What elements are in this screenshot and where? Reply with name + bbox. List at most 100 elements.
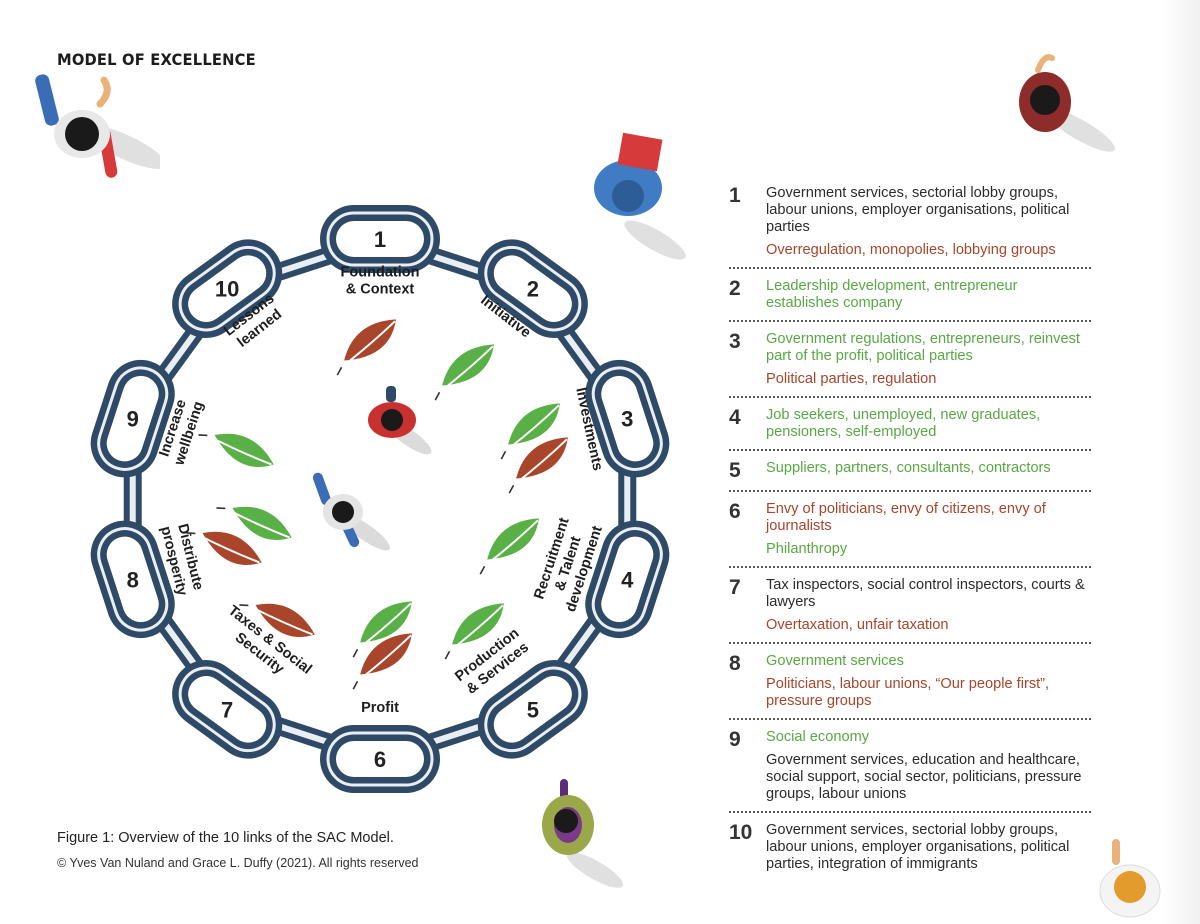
link-highlight	[178, 245, 276, 332]
legend-line: Government services, education and healt…	[766, 752, 1082, 802]
leaf-vein	[438, 345, 494, 394]
green-leaf	[198, 433, 274, 467]
stage-label-line: Profit	[361, 700, 399, 716]
chain-link-9	[90, 359, 175, 478]
legend-line: Government services, sectorial lobby gro…	[766, 185, 1070, 235]
leaf-blade	[214, 433, 274, 467]
legend-line: Government services, sectorial lobby gro…	[766, 822, 1070, 872]
leaf-stem	[479, 565, 486, 575]
leaf-stem	[239, 604, 249, 607]
legend-line: Government regulations, entrepreneurs, r…	[766, 331, 1080, 364]
green-leaf	[434, 344, 494, 401]
green-leaf	[444, 603, 504, 660]
leaf-stem	[444, 650, 451, 660]
leaf-stem	[216, 507, 226, 510]
legend-item: 6 Envy of politicians, envy of citizens, …	[729, 498, 1091, 568]
legend-line: Overregulation, monopolies, lobbying gro…	[766, 242, 1056, 258]
person-figure-top-left	[35, 74, 160, 178]
link-highlight	[326, 211, 434, 267]
green-leaf	[352, 601, 412, 658]
link-inner	[601, 536, 654, 623]
legend-number: 2	[729, 277, 741, 300]
legend-number: 4	[729, 406, 741, 429]
link-inner	[106, 375, 159, 462]
stage-label-line: & Context	[346, 282, 415, 298]
legend-line: Overtaxation, unfair taxation	[766, 617, 949, 633]
person-figure-top-right	[1019, 54, 1115, 152]
legend-line: Tax inspectors, social control inspector…	[766, 577, 1085, 610]
link-highlight	[591, 366, 663, 471]
red-leaf	[239, 603, 315, 637]
legend-line: Political parties, regulation	[766, 371, 937, 387]
link-number: 7	[221, 697, 233, 722]
link-number: 3	[621, 407, 633, 432]
link-inner	[188, 676, 267, 743]
copyright-notice: © Yves Van Nuland and Grace L. Duffy (20…	[57, 856, 419, 870]
legend-number: 6	[729, 500, 741, 523]
leaf-stem	[186, 532, 196, 535]
leaf-vein	[247, 604, 313, 636]
legend-item: 3 Government regulations, entrepreneurs, …	[729, 328, 1091, 398]
legend-text: Envy of politicians, envy of citizens, e…	[766, 501, 1091, 558]
legend-number: 3	[729, 330, 741, 353]
legend-item: 4 Job seekers, unemployed, new graduates,…	[729, 404, 1091, 451]
legend-item: 2 Leadership development, entrepreneur es…	[729, 275, 1091, 322]
leaf-blade	[344, 319, 396, 361]
leaf-stem	[508, 484, 515, 494]
green-leaf	[479, 518, 539, 575]
legend-text: Government services, sectorial lobby gro…	[766, 185, 1091, 259]
link-number: 4	[621, 567, 634, 592]
section-title: MODEL OF EXCELLENCE	[57, 50, 256, 69]
chain-link-6	[320, 725, 440, 793]
legend-item: 5 Suppliers, partners, consultants, contr…	[729, 457, 1091, 492]
red-leaf	[336, 319, 396, 376]
chain-link-2	[477, 239, 588, 338]
leaf-blade	[442, 344, 494, 386]
legend-line: Government services	[766, 653, 904, 669]
green-leaf	[500, 403, 560, 460]
legend-text: Government services, sectorial lobby gro…	[766, 822, 1091, 873]
legend-number: 1	[729, 184, 741, 207]
leaf-blade	[508, 403, 560, 445]
link-number: 6	[374, 747, 386, 772]
legend-text: Government regulations, entrepreneurs, r…	[766, 331, 1091, 388]
legend-number: 5	[729, 459, 741, 482]
legend-line: Job seekers, unemployed, new graduates, …	[766, 407, 1041, 440]
leaf-stem	[352, 680, 359, 690]
link-number: 1	[374, 227, 386, 252]
leaf-blade	[360, 633, 412, 675]
legend-line: Suppliers, partners, consultants, contra…	[766, 460, 1051, 476]
person-figure-center-blue	[312, 472, 390, 551]
person-figure-bottom-right	[1099, 839, 1161, 918]
leaf-vein	[194, 532, 260, 564]
legend-line: Philanthropy	[766, 541, 848, 557]
legend-line: Leadership development, entrepreneur est…	[766, 278, 1018, 311]
link-highlight	[591, 527, 663, 632]
leaf-blade	[487, 518, 539, 560]
stage-label: Profit	[361, 700, 399, 716]
leaf-blade	[516, 437, 568, 479]
legend-line: Politicians, labour unions, “Our people …	[766, 676, 1050, 709]
chain-link-3	[585, 359, 670, 478]
leaf-vein	[340, 320, 396, 369]
green-leaf	[216, 506, 292, 540]
legend-line: Envy of politicians, envy of citizens, e…	[766, 501, 1046, 534]
link-highlight	[484, 245, 582, 332]
leaf-vein	[448, 604, 504, 653]
link-highlight	[484, 666, 582, 753]
leaf-vein	[504, 404, 560, 453]
legend-text: Leadership development, entrepreneur est…	[766, 278, 1091, 312]
leaf-stem	[352, 648, 359, 658]
legend-text: Tax inspectors, social control inspector…	[766, 577, 1091, 634]
link-number: 5	[527, 697, 539, 722]
leaf-stem	[198, 434, 208, 437]
legend-line: Social economy	[766, 729, 870, 745]
chain-link-8	[90, 520, 175, 639]
link-number: 8	[127, 567, 139, 592]
